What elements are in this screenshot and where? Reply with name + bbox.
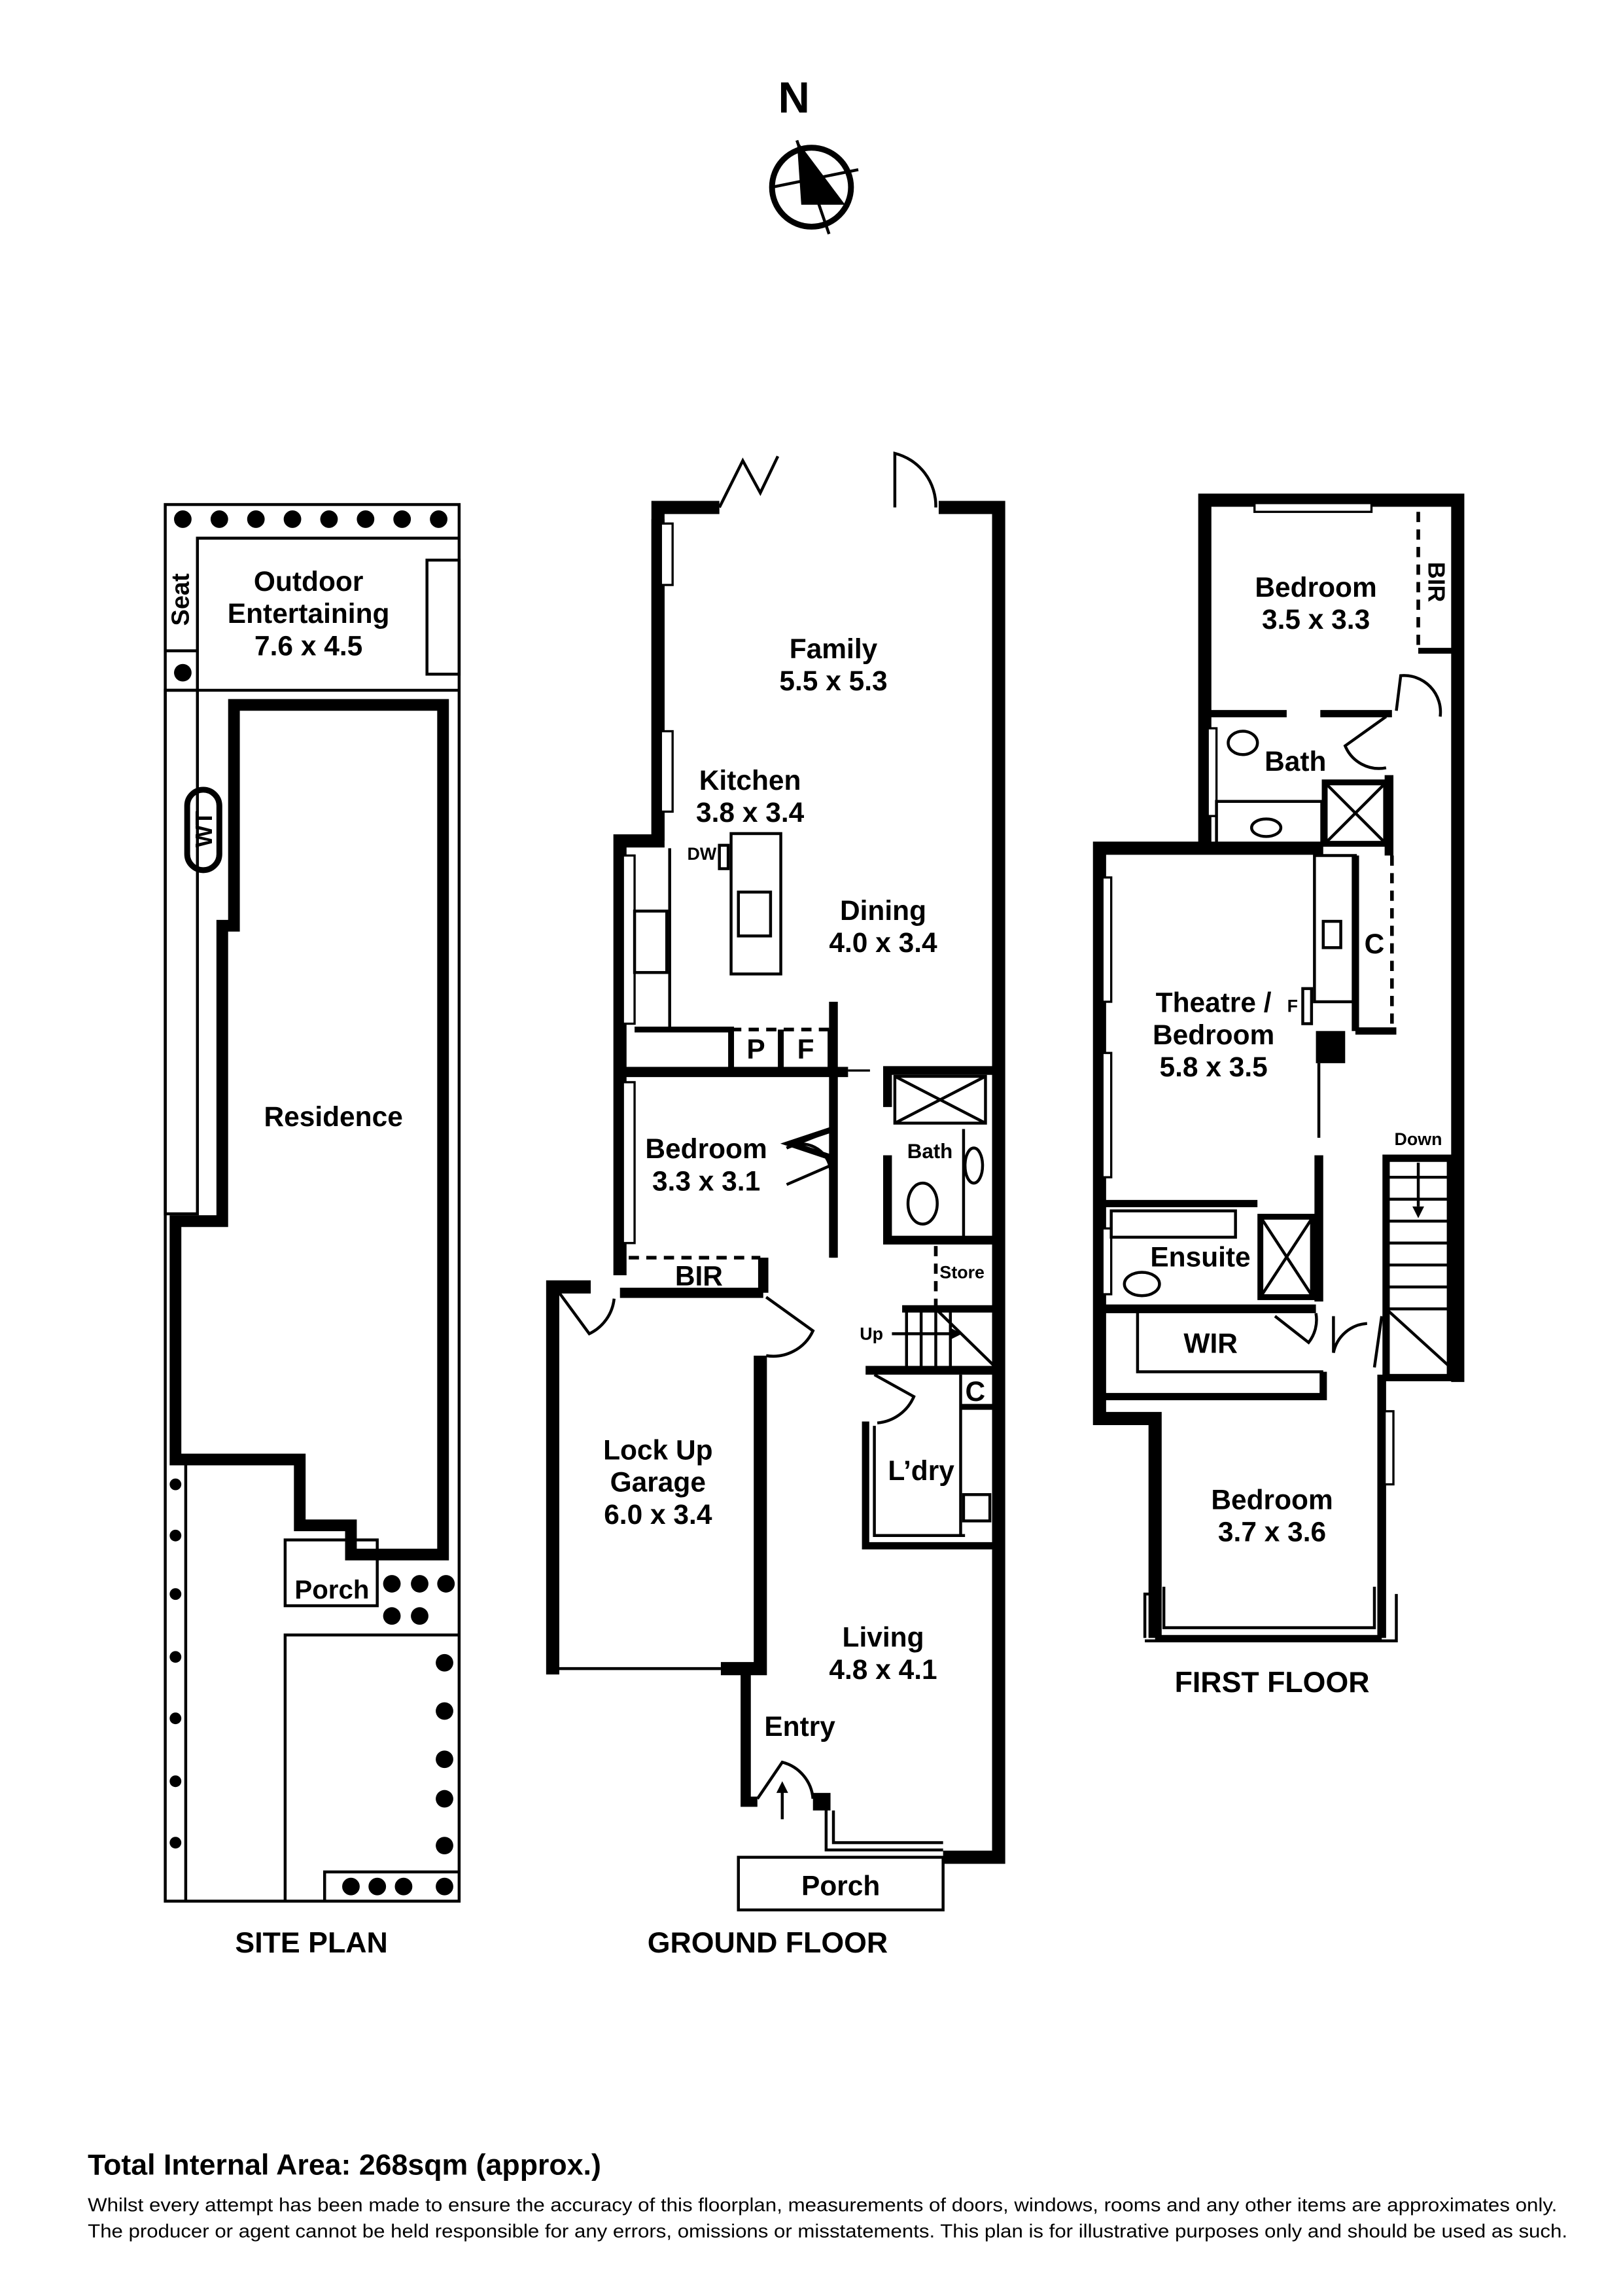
living-size: 4.8 x 4.1	[829, 1654, 937, 1685]
first-floor: BIR Bedroom 3.5 x 3.3 Bath C F Theatre /…	[1092, 493, 1465, 1699]
ensuite-shower-icon	[1257, 1214, 1316, 1300]
kitchen-island	[729, 832, 782, 976]
site-plan-caption: SITE PLAN	[235, 1927, 387, 1959]
ground-floor-caption: GROUND FLOOR	[648, 1927, 888, 1959]
ensuite-toilet-icon	[1123, 1271, 1161, 1298]
site-boundary	[164, 503, 461, 1903]
site-porch-label: Porch	[294, 1575, 369, 1604]
toilet-icon	[906, 1181, 939, 1226]
laundry-door	[873, 1373, 916, 1424]
seat-label: Seat	[167, 573, 194, 626]
stairs-icon	[892, 1307, 1000, 1371]
entry-door	[756, 1760, 814, 1800]
store-label: Store	[939, 1262, 985, 1282]
cooktop-icon	[633, 910, 669, 974]
stairs-up-label: Up	[860, 1324, 883, 1343]
bedroom-top-size: 3.5 x 3.3	[1262, 604, 1370, 635]
ensuite-label: Ensuite	[1150, 1242, 1250, 1273]
bbq-bench	[425, 558, 461, 676]
site-porch	[283, 1538, 379, 1608]
residence-label: Residence	[264, 1101, 402, 1132]
bedroom-wardrobe-doors	[786, 1129, 832, 1186]
compass: N	[769, 73, 859, 235]
kitchen-size: 3.8 x 3.4	[696, 797, 805, 828]
front-porch	[737, 1856, 945, 1912]
family-size: 5.5 x 5.3	[779, 665, 887, 696]
garage-label-2: Garage	[610, 1467, 706, 1498]
fridge-first-label: F	[1287, 997, 1298, 1016]
tree-row-top	[174, 510, 447, 682]
water-tank-label: WT	[191, 811, 217, 847]
site-plan: Outdoor Entertaining 7.6 x 4.5 Seat WT R…	[164, 503, 461, 1959]
bedroom-ground-size: 3.3 x 3.1	[652, 1165, 760, 1196]
laundry-sink-icon	[962, 1492, 992, 1523]
footer: Total Internal Area: 268sqm (approx.) Wh…	[88, 2149, 1567, 2242]
bedroom-top-label: Bedroom	[1255, 572, 1376, 603]
disclaimer-line-1: Whilst every attempt has been made to en…	[88, 2195, 1557, 2216]
bedroom-bottom-size: 3.7 x 3.6	[1218, 1517, 1326, 1547]
outdoor-entertaining-label: Outdoor	[254, 566, 363, 597]
theatre-label-2: Bedroom	[1153, 1019, 1274, 1050]
ground-floor: DW P F Bedroom 3.3 x 3.1 BIR Lock Up Gar…	[546, 451, 1005, 1959]
stairs-down-label: Down	[1395, 1129, 1442, 1149]
kitchen-label: Kitchen	[699, 765, 801, 796]
toilet-icon	[1227, 730, 1259, 756]
cupboard-ground-label: C	[965, 1376, 985, 1407]
rear-door	[893, 451, 937, 508]
bedroom-ground-label: Bedroom	[645, 1133, 767, 1164]
bedroom-top-door	[1395, 674, 1442, 717]
garage-internal-door	[765, 1296, 815, 1358]
pantry-label: P	[746, 1034, 765, 1065]
dining-size: 4.0 x 3.4	[829, 927, 937, 958]
tree-cluster	[169, 1478, 455, 1896]
garage-label: Lock Up	[603, 1435, 712, 1466]
laundry-label: L’dry	[888, 1455, 954, 1486]
fridge-label: F	[797, 1034, 814, 1065]
outdoor-entertaining-size: 7.6 x 4.5	[254, 630, 362, 661]
side-path	[164, 688, 200, 1216]
bath-ground-label: Bath	[907, 1140, 953, 1163]
wir-label: WIR	[1183, 1328, 1238, 1358]
dining-label: Dining	[840, 895, 926, 926]
total-area: Total Internal Area: 268sqm (approx.)	[88, 2149, 601, 2181]
theatre-label: Theatre /	[1156, 987, 1272, 1018]
garage-size: 6.0 x 3.4	[604, 1499, 712, 1530]
bir-ground-label: BIR	[675, 1261, 723, 1292]
stairs-down-icon	[1382, 1154, 1454, 1381]
family-label: Family	[790, 633, 878, 664]
front-porch-label: Porch	[801, 1871, 880, 1901]
living-label: Living	[843, 1622, 924, 1653]
residence-outline	[169, 699, 449, 1561]
shower-icon	[893, 1074, 987, 1125]
compass-north-label: N	[778, 73, 809, 122]
water-tank	[184, 786, 222, 874]
stair-treads	[1385, 1162, 1452, 1369]
theatre-size: 5.8 x 3.5	[1160, 1051, 1268, 1082]
entry-label: Entry	[764, 1711, 835, 1742]
bedroom-bottom-label: Bedroom	[1211, 1485, 1333, 1515]
disclaimer-line-2: The producer or agent cannot be held res…	[88, 2221, 1567, 2242]
bath-first-label: Bath	[1265, 746, 1326, 777]
basin-icon	[963, 1146, 985, 1185]
first-floor-caption: FIRST FLOOR	[1175, 1667, 1370, 1699]
basin-icon	[1250, 817, 1283, 838]
north-arrow-icon	[769, 139, 859, 235]
dishwasher-label: DW	[688, 844, 717, 864]
bifold-door	[718, 455, 780, 508]
outdoor-entertaining-label-2: Entertaining	[228, 598, 390, 629]
cupboard-first-label: C	[1365, 928, 1385, 959]
bir-first-label: BIR	[1423, 562, 1450, 603]
theatre-cabinet	[1313, 854, 1357, 1004]
garage-side-door	[555, 1288, 616, 1336]
